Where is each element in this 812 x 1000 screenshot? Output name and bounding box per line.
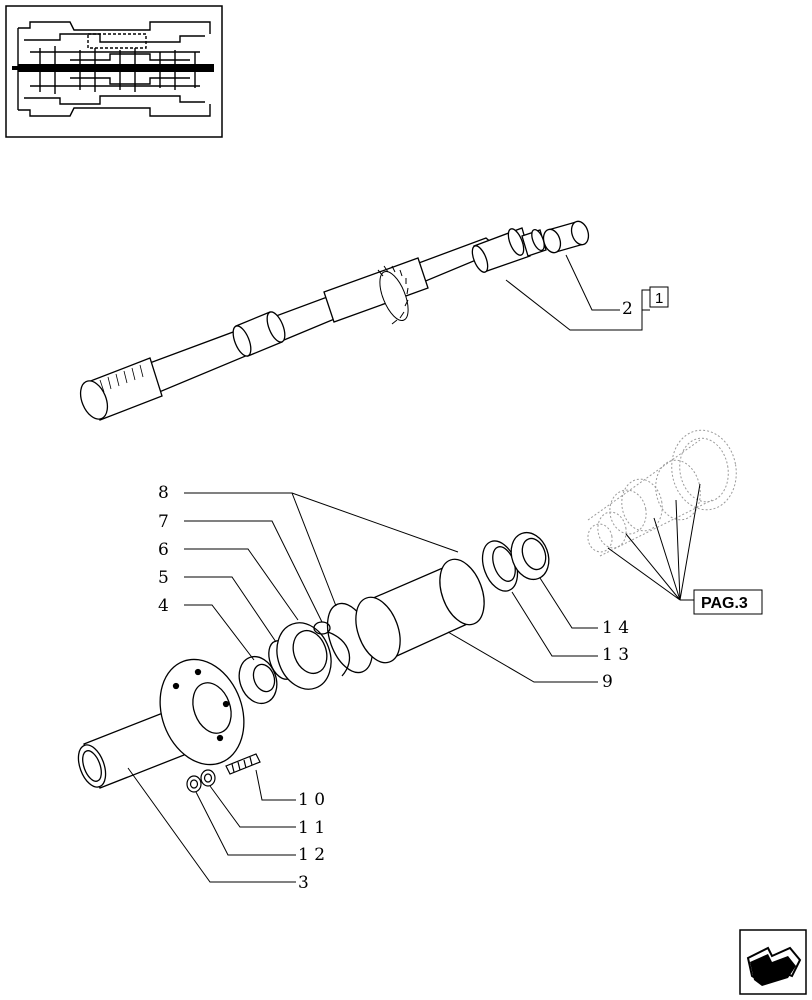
sleeve-part-9	[355, 558, 485, 664]
callout-11: 1 1	[298, 818, 325, 838]
ring-part-4	[238, 655, 278, 705]
callout-2: 2	[622, 299, 633, 319]
page-reference-pag3[interactable]: PAG.3	[693, 589, 763, 615]
flanged-hollow-shaft-part-3	[77, 658, 245, 789]
callout-14: 1 4	[602, 618, 629, 638]
bearing-part-6	[276, 622, 332, 690]
bushing-part-2	[542, 220, 590, 254]
ring-part-14	[510, 531, 550, 581]
leader-lines-pag3	[607, 483, 701, 601]
leader-lines-lower	[127, 492, 598, 883]
callout-4: 4	[158, 596, 169, 616]
ring-part-13	[481, 540, 519, 592]
pin-part-10	[225, 753, 261, 775]
callout-3: 3	[298, 873, 309, 893]
next-page-arrow-icon	[746, 946, 802, 986]
washer-part-12	[186, 775, 202, 793]
callout-6: 6	[158, 540, 169, 560]
callout-10: 1 0	[298, 790, 325, 810]
washer-part-11	[200, 769, 216, 787]
reference-box-1[interactable]: 1	[649, 286, 669, 308]
callout-1: 1	[655, 290, 663, 307]
ghost-gear-assembly	[587, 429, 737, 557]
callout-12: 1 2	[298, 845, 325, 865]
callout-8: 8	[158, 483, 169, 503]
callout-5: 5	[158, 568, 169, 588]
leader-lines-top	[505, 254, 650, 331]
callout-13: 1 3	[602, 645, 629, 665]
callout-9: 9	[602, 672, 613, 692]
callout-7: 7	[158, 512, 169, 532]
transmission-thumbnail[interactable]	[5, 5, 223, 138]
main-shaft-part-2	[79, 227, 547, 421]
page-reference-label: PAG.3	[701, 595, 748, 612]
next-page-button[interactable]	[739, 929, 807, 995]
